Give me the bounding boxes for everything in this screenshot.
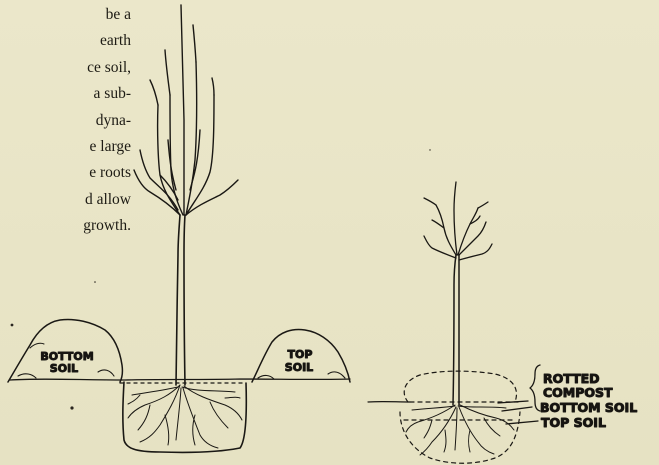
rotted-compost-label: ROTTED bbox=[543, 371, 600, 386]
pruned-tree-figure: ROTTED COMPOST BOTTOM SOIL TOP SOIL bbox=[368, 182, 637, 463]
young-tree-roots-icon bbox=[406, 405, 514, 455]
top-soil-label: TOP bbox=[288, 348, 313, 361]
rotted-compost-label-line2: COMPOST bbox=[543, 385, 613, 400]
label-pointers-icon bbox=[498, 365, 540, 424]
tree-roots-icon bbox=[128, 385, 242, 448]
tree-branches-icon bbox=[134, 5, 238, 215]
bottom-soil-layer-label: BOTTOM SOIL bbox=[540, 400, 637, 415]
ground-line-icon bbox=[10, 379, 350, 383]
young-tree-trunk-icon bbox=[453, 255, 459, 405]
tall-tree-figure: BOTTOM SOIL TOP SOIL bbox=[8, 5, 350, 452]
planting-bowl-icon bbox=[400, 371, 520, 463]
top-soil-label-line2: SOIL bbox=[285, 361, 313, 374]
young-tree-branches-icon bbox=[424, 182, 492, 260]
bottom-soil-label-line2: SOIL bbox=[50, 362, 78, 375]
tree-trunk-icon bbox=[176, 215, 185, 385]
top-soil-layer-label: TOP SOIL bbox=[541, 415, 606, 430]
